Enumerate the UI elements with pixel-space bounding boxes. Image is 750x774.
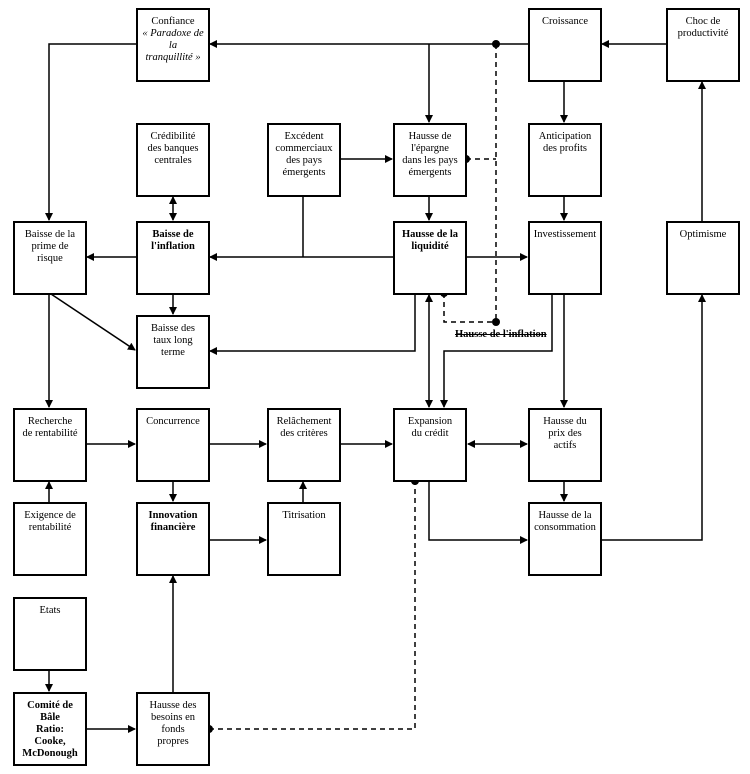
node-label-line: Comité de (27, 700, 73, 711)
node-label-line: des banques (147, 143, 199, 154)
node-croissance: Croissance (528, 8, 602, 82)
node-label-line: prime de (31, 241, 69, 252)
node-label-line: des profits (542, 143, 588, 154)
node-label-line: Concurrence (146, 416, 200, 427)
node-label-line: des pays (286, 155, 322, 166)
node-label-line: consommation (534, 522, 596, 533)
node-investissement: Investissement (528, 221, 602, 295)
node-label-line: Exigence de (24, 510, 76, 521)
node-label-line: Confiance (151, 16, 195, 27)
node-subtitle-line: la (168, 40, 178, 51)
dot-croissance-junction (492, 40, 500, 48)
node-label-line: Baisse de la (24, 229, 76, 240)
node-label-line: émergents (282, 167, 326, 178)
node-label-line: Relâchement (276, 416, 332, 427)
node-label-line: besoins en (150, 712, 196, 723)
node-label-line: terme (161, 347, 185, 358)
node-label-line: prix des (548, 428, 582, 439)
node-concurrence: Concurrence (136, 408, 210, 482)
node-label-line: émergents (408, 167, 452, 178)
hausse-inflation-label: Hausse de l'inflation (455, 329, 547, 340)
node-label-line: Baisse de (152, 229, 194, 240)
arrow-prime-to-taux (50, 293, 136, 351)
node-label-line: Hausse de la (538, 510, 592, 521)
node-label-line: centrales (154, 155, 192, 166)
node-titrisation: Titrisation (267, 502, 341, 576)
node-label-line: Etats (39, 605, 61, 616)
node-label-line: Cooke, (34, 736, 66, 747)
node-label-line: Hausse de la (401, 229, 458, 240)
node-label-line: risque (37, 253, 63, 264)
node-label-line: Hausse du (543, 416, 587, 427)
node-label-line: Anticipation (538, 131, 592, 142)
node-optimisme: Optimisme (666, 221, 740, 295)
node-label-line: Optimisme (679, 229, 727, 240)
node-label-line: productivité (677, 28, 729, 39)
arrow-confiance-to-baisse-prime (45, 43, 136, 221)
node-label-line: rentabilité (28, 522, 72, 533)
node-label-line: commerciaux (275, 143, 333, 154)
arrow-consommation-to-optimisme (602, 294, 706, 541)
node-label-line: McDonough (22, 748, 78, 759)
node-label-line: liquidité (411, 241, 449, 252)
node-label-line: fonds (161, 724, 185, 735)
node-label-line: des critères (280, 428, 328, 439)
node-label-line: de rentabilité (22, 428, 78, 439)
node-label-line: Crédibilité (150, 131, 196, 142)
arrow-investissement-to-expansion (440, 294, 553, 408)
dashed-besoins-to-expansion (209, 481, 416, 730)
node-label-line: dans les pays (402, 155, 458, 166)
node-label-line: Baisse des (150, 323, 196, 334)
node-label-line: du crédit (411, 428, 449, 439)
arrow-liquidite-to-taux (209, 294, 416, 355)
node-label-line: Investissement (533, 229, 597, 240)
node-label-line: Innovation (148, 510, 198, 521)
node-label-line: Expansion (407, 416, 453, 427)
dashed-liquidite-to-inflation (443, 293, 496, 323)
node-label-line: Choc de (685, 16, 721, 27)
node-label-line: Ratio: (36, 724, 64, 735)
node-etats: Etats (13, 597, 87, 671)
node-label-line: propres (157, 736, 189, 747)
dot-inflation-junction (492, 318, 500, 326)
node-label-line: Hausse de (408, 131, 452, 142)
node-label-line: Croissance (541, 16, 589, 27)
node-label-line: taux long (153, 335, 193, 346)
node-label-line: actifs (553, 440, 577, 451)
arrow-expansion-to-consommation (428, 482, 528, 544)
node-subtitle-line: tranquillité » (145, 52, 201, 63)
node-label-line: financière (150, 522, 196, 533)
node-label-line: l'inflation (151, 241, 195, 252)
node-label-line: Hausse des (149, 700, 197, 711)
node-label-line: Recherche (27, 416, 73, 427)
node-label-line: Titrisation (282, 510, 326, 521)
node-label-line: Excédent (284, 131, 324, 142)
node-subtitle-line: « Paradoxe de (142, 28, 204, 39)
node-label-line: l'épargne (411, 143, 449, 154)
node-label-line: Bâle (40, 712, 60, 723)
